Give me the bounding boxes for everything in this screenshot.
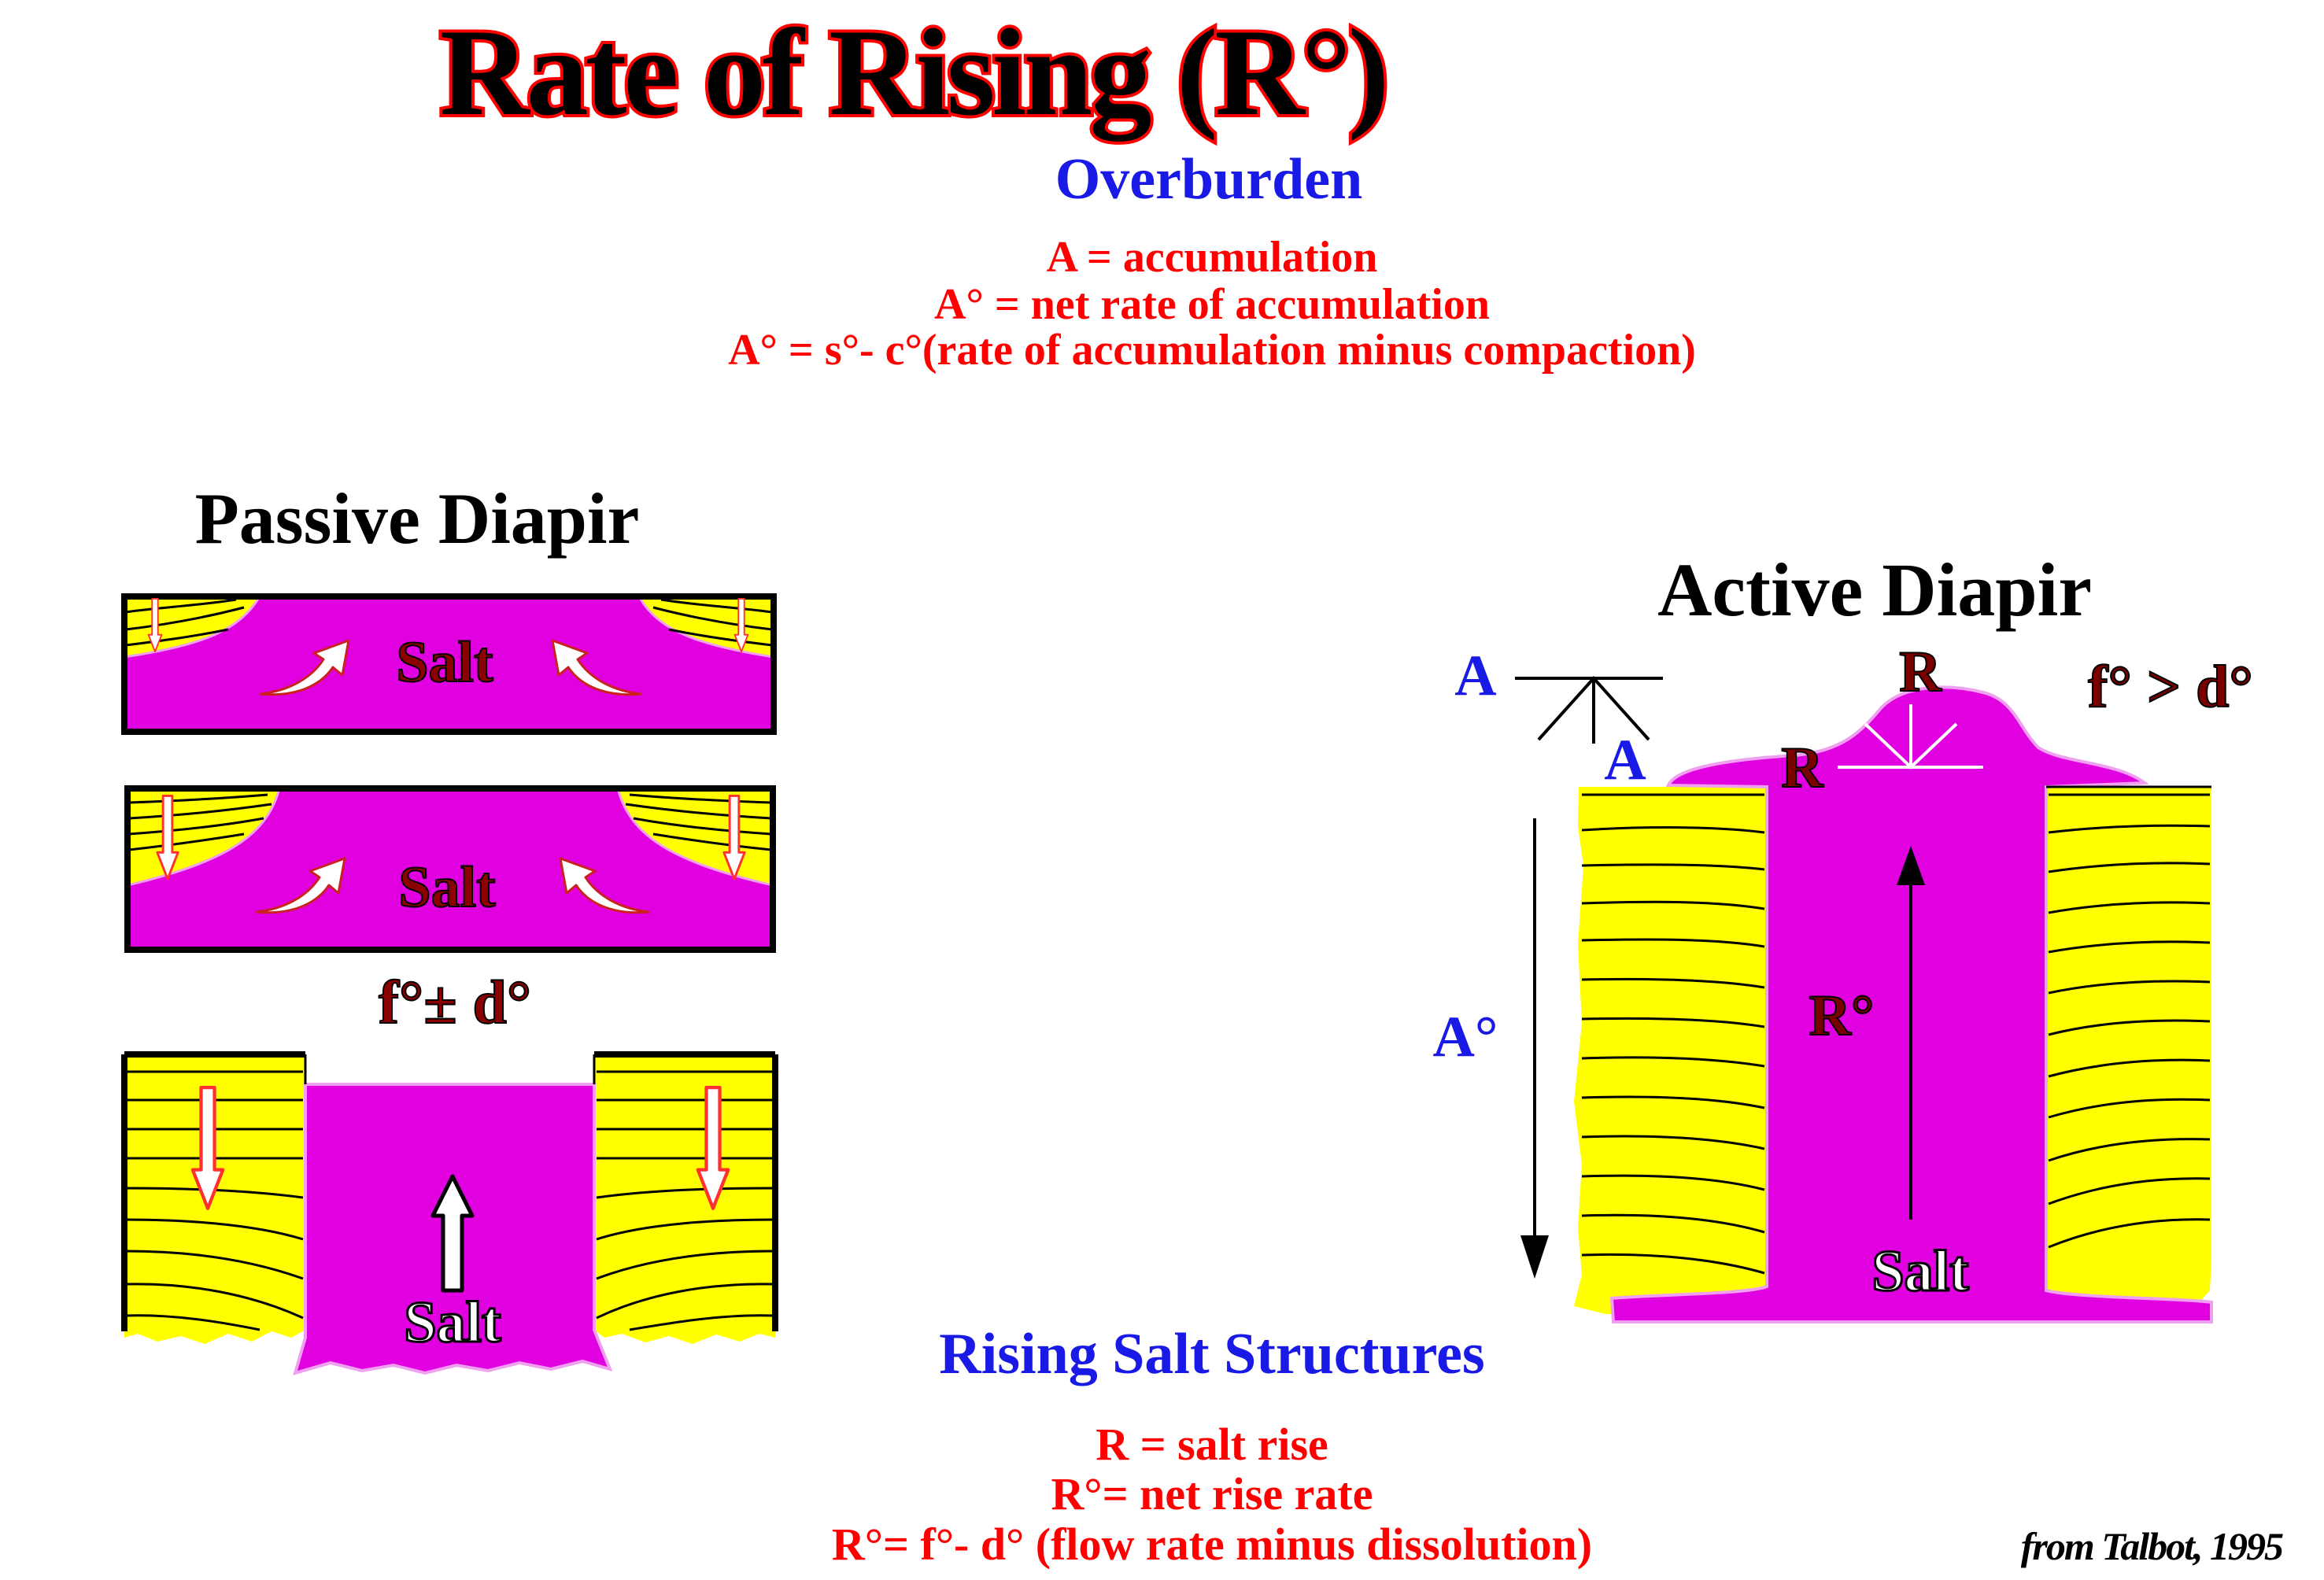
active-r-top-label: R [1899,640,1942,704]
passive-panel-2-salt-label: Salt [398,855,496,920]
accumulation-rate-arrow [1520,818,1549,1279]
active-r-rate-label: R° [1809,984,1874,1048]
passive-panel-3: Salt [121,1051,778,1375]
passive-rate-label: f°± d° [379,968,531,1036]
passive-panel-1-salt-label: Salt [396,630,493,695]
page-title: Rate of Rising (R°) [440,4,1387,142]
active-r-mid-label: R [1781,736,1824,800]
source-credit: from Talbot, 1995 [2021,1524,2283,1568]
rise-rate-arrow [1897,846,1925,1220]
overburden-line-2: A° = net rate of accumulation [934,280,1490,329]
accumulation-marker [1515,676,1663,744]
active-a-top-label: A [1454,644,1496,708]
active-diapir-figure: A A R R f° > d° A° R° Salt [1432,639,2254,1323]
rise-marker [1838,704,1983,770]
passive-panel-1: Salt [121,593,777,735]
passive-panel-2: Salt [124,785,776,953]
active-f-gt-d-label: f° > d° [2088,654,2253,720]
active-salt-label: Salt [1871,1239,1969,1304]
overburden-line-3: A° = s°- c°(rate of accumulation minus c… [728,326,1696,375]
overburden-line-1: A = accumulation [1047,233,1378,282]
overburden-heading: Overburden [1055,147,1363,212]
rising-line-1: R = salt rise [1095,1419,1328,1470]
rising-line-3: R°= f°- d° (flow rate minus dissolution) [832,1519,1592,1570]
passive-diapir-heading: Passive Diapir [195,478,640,559]
rising-heading: Rising Salt Structures [939,1322,1484,1386]
active-diapir-heading: Active Diapir [1657,548,2092,632]
active-a-rate-label: A° [1432,1005,1498,1069]
passive-panel-3-salt-label: Salt [404,1290,501,1355]
rising-line-2: R°= net rise rate [1051,1468,1373,1519]
up-arrow-icon [430,1174,475,1293]
active-a-mid-label: A [1604,728,1646,792]
